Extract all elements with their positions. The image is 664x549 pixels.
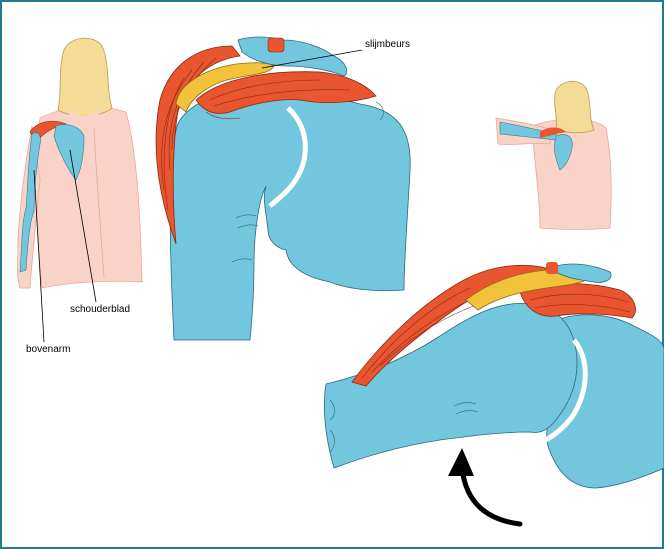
- scapula-label: schouderblad: [70, 304, 130, 316]
- upper-arm-label: bovenarm: [26, 344, 70, 356]
- acromion-joint-raised: [546, 262, 558, 274]
- acromion-joint: [268, 38, 284, 52]
- hair: [58, 38, 112, 116]
- bursa-label: slijmbeurs: [365, 39, 410, 51]
